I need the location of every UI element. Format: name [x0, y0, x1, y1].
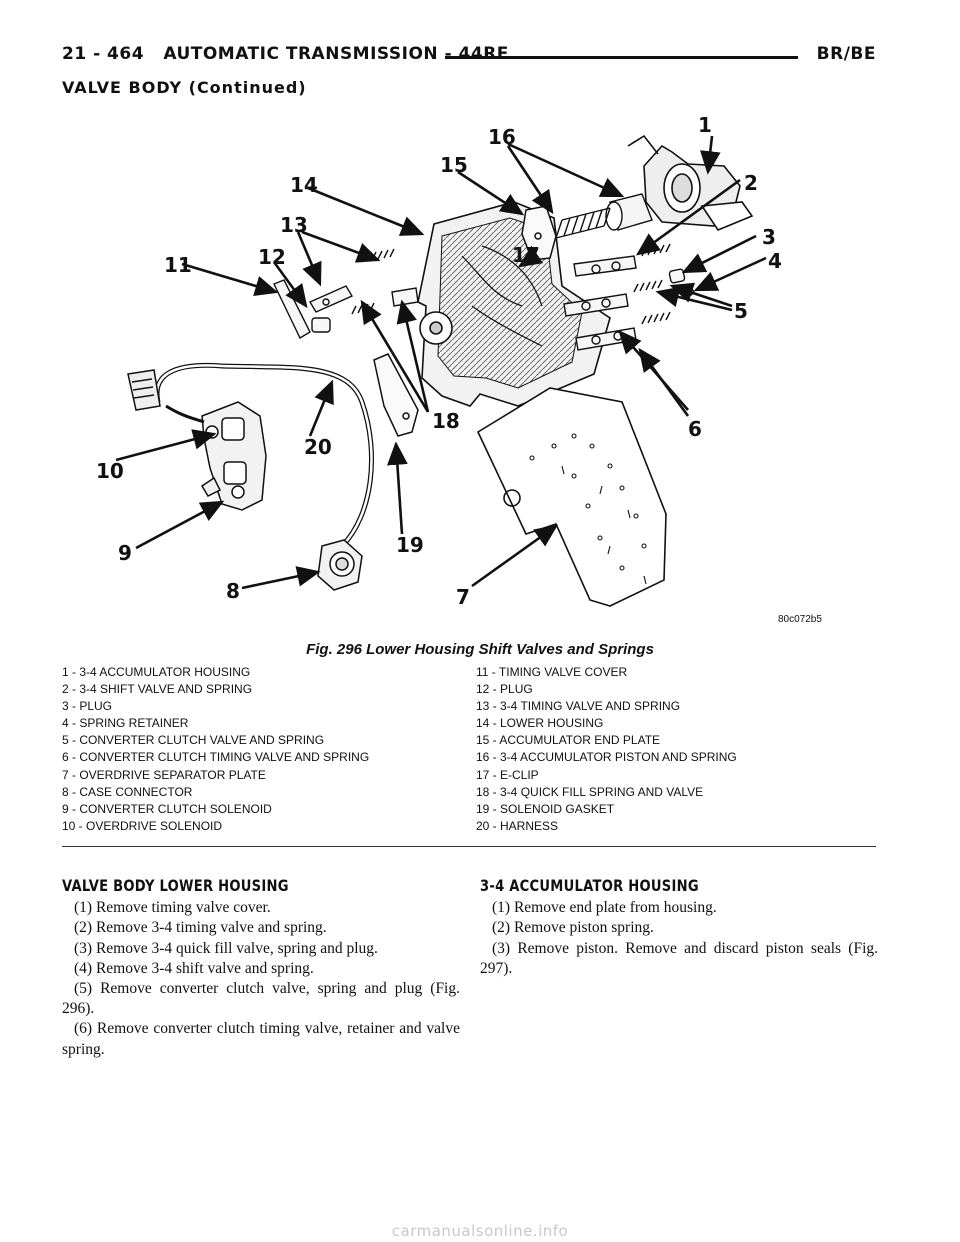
- callout-11: 11: [164, 253, 192, 277]
- callout-numbers: 1 2 3 4 5 6 7 8 9 10 11 12 13 14 15 16 1…: [96, 113, 782, 609]
- callout-17: 17: [512, 243, 540, 267]
- legend-item: 11 - TIMING VALVE COVER: [476, 665, 628, 679]
- callout-19: 19: [396, 533, 424, 557]
- callout-8: 8: [226, 579, 240, 603]
- legend-item: 17 - E-CLIP: [476, 767, 539, 782]
- procedure-step: (6) Remove converter clutch timing valve…: [62, 1020, 460, 1058]
- solenoid-gasket-drawing: [373, 353, 419, 437]
- procedure-step: (3) Remove 3-4 quick fill valve, spring …: [74, 939, 378, 957]
- legend-item: 8 - CASE CONNECTOR: [62, 784, 193, 799]
- procedure-step: (5) Remove converter clutch valve, sprin…: [62, 980, 460, 1018]
- lower-housing-drawing: [417, 201, 611, 407]
- legend-item: 5 - CONVERTER CLUTCH VALVE AND SPRING: [62, 733, 325, 748]
- page-header: 21 - 464 AUTOMATIC TRANSMISSION - 44RE B…: [62, 44, 876, 72]
- legend-item: 9 - CONVERTER CLUTCH SOLENOID: [62, 801, 272, 816]
- legend-item: 6 - CONVERTER CLUTCH TIMING VALVE AND SP…: [62, 750, 370, 765]
- legend-item: 3 - PLUG: [62, 699, 113, 714]
- callout-10: 10: [96, 459, 124, 483]
- section-heading: 3-4 ACCUMULATOR HOUSING: [480, 876, 699, 895]
- legend-item: 4 - SPRING RETAINER: [62, 716, 189, 731]
- callout-7: 7: [456, 585, 470, 609]
- callout-3: 3: [762, 225, 776, 249]
- section-continued-heading: VALVE BODY (Continued): [62, 78, 307, 97]
- valve-body-exploded-illustration: 1 2 3 4 5 6 7 8 9 10 11 12 13 14 15 16 1…: [96, 113, 822, 625]
- procedure-step: (2) Remove piston spring.: [492, 919, 654, 937]
- legend-item: 13 - 3-4 TIMING VALVE AND SPRING: [476, 699, 681, 714]
- separator-plate-drawing: [476, 387, 667, 607]
- callout-4: 4: [768, 249, 782, 273]
- accumulator-housing-section: 3-4 ACCUMULATOR HOUSING (1) Remove end p…: [480, 876, 878, 979]
- callout-15: 15: [440, 153, 468, 177]
- wiring-harness-drawing: [127, 362, 374, 548]
- section-heading: VALVE BODY LOWER HOUSING: [62, 876, 289, 895]
- procedure-step: (1) Remove timing valve cover.: [74, 899, 271, 917]
- callout-5: 5: [734, 299, 748, 323]
- procedure-step: (2) Remove 3-4 timing valve and spring.: [74, 919, 327, 937]
- callout-18: 18: [432, 409, 460, 433]
- legend-item: 1 - 3-4 ACCUMULATOR HOUSING: [62, 665, 251, 679]
- callout-14: 14: [290, 173, 318, 197]
- callout-leader-lines: [115, 135, 767, 590]
- procedure-step: (3) Remove piston. Remove and discard pi…: [480, 939, 878, 977]
- procedure-step: (4) Remove 3-4 shift valve and spring.: [74, 959, 314, 977]
- callout-20: 20: [304, 435, 332, 459]
- callout-1: 1: [698, 113, 712, 137]
- legend-item: 10 - OVERDRIVE SOLENOID: [62, 818, 223, 833]
- legend-item: 19 - SOLENOID GASKET: [476, 801, 615, 816]
- solenoid-assembly-drawing: [200, 401, 267, 511]
- callout-13: 13: [280, 213, 308, 237]
- legend-item: 15 - ACCUMULATOR END PLATE: [476, 733, 661, 748]
- figure-code: 80c072b5: [778, 614, 822, 625]
- exploded-diagram-figure: 1 2 3 4 5 6 7 8 9 10 11 12 13 14 15 16 1…: [62, 106, 876, 636]
- watermark-link[interactable]: carmanualsonline.info: [391, 1222, 569, 1240]
- legend-item: 18 - 3-4 QUICK FILL SPRING AND VALVE: [476, 784, 704, 799]
- model-code: BR/BE: [816, 44, 876, 64]
- legend-item: 12 - PLUG: [476, 682, 533, 697]
- chapter-title: AUTOMATIC TRANSMISSION - 44RE: [163, 44, 509, 64]
- legend-item: 7 - OVERDRIVE SEPARATOR PLATE: [62, 767, 266, 782]
- legend-right-column: 11 - TIMING VALVE COVER 12 - PLUG 13 - 3…: [476, 664, 737, 835]
- legend-divider: [62, 846, 876, 847]
- callout-12: 12: [258, 245, 286, 269]
- callout-9: 9: [118, 541, 132, 565]
- legend-item: 14 - LOWER HOUSING: [476, 716, 604, 731]
- callout-16: 16: [488, 125, 516, 149]
- figure-caption: Fig. 296 Lower Housing Shift Valves and …: [306, 641, 654, 658]
- lower-housing-section: VALVE BODY LOWER HOUSING (1) Remove timi…: [62, 876, 460, 1060]
- callout-2: 2: [744, 171, 758, 195]
- accumulator-piston-drawing: [555, 193, 653, 239]
- header-rule: [445, 56, 798, 59]
- page-number: 21 - 464: [62, 44, 145, 64]
- header-page-title: 21 - 464 AUTOMATIC TRANSMISSION - 44RE: [62, 44, 509, 64]
- procedure-step: (1) Remove end plate from housing.: [492, 899, 717, 917]
- legend-item: 16 - 3-4 ACCUMULATOR PISTON AND SPRING: [476, 750, 737, 765]
- callout-6: 6: [688, 417, 702, 441]
- legend-left-column: 1 - 3-4 ACCUMULATOR HOUSING 2 - 3-4 SHIF…: [62, 664, 369, 835]
- case-connector-drawing: [317, 539, 363, 591]
- legend-item: 20 - HARNESS: [476, 818, 559, 833]
- legend-item: 2 - 3-4 SHIFT VALVE AND SPRING: [62, 682, 253, 697]
